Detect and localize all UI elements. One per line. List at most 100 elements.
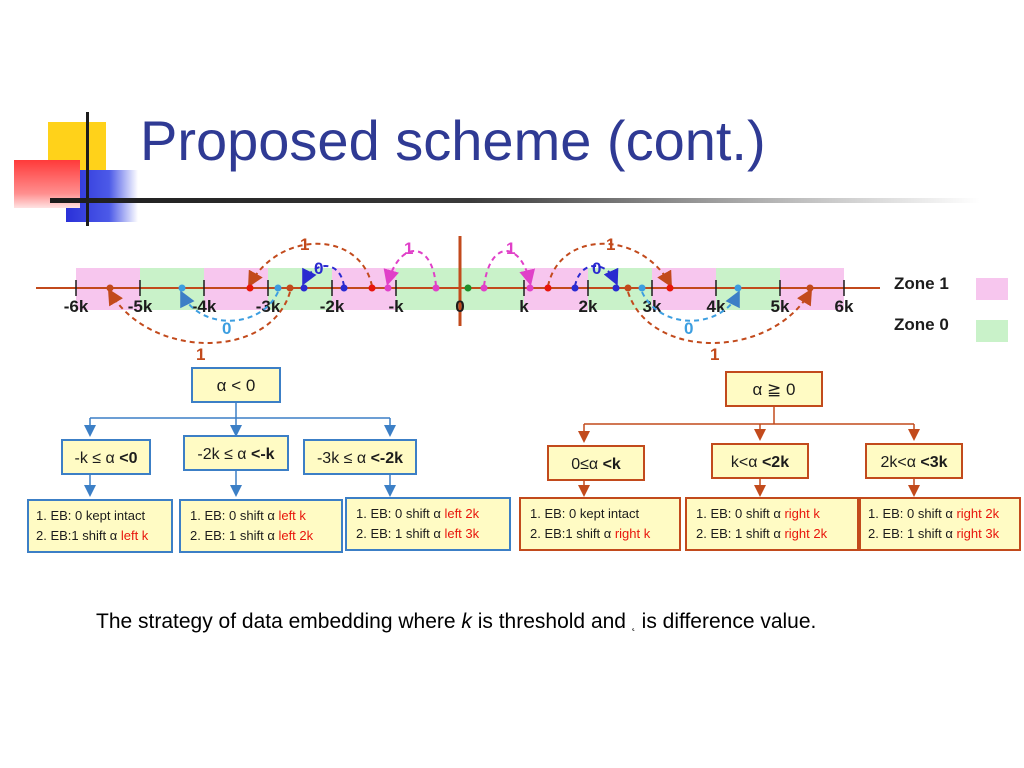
tick-label: 5k (771, 297, 790, 316)
arc-right-mid-one (483, 250, 535, 287)
tick-label: -4k (192, 297, 217, 316)
right-rule-box (519, 497, 681, 551)
left-condition-label: -2k ≤ α <-k (197, 446, 274, 463)
left-rule-line: 1. EB: 0 shift α left k (190, 508, 306, 523)
point (178, 284, 186, 292)
point (340, 284, 348, 292)
caption-text: is threshold and (471, 610, 632, 633)
right-rule-line: 2. EB: 1 shift α right 3k (868, 526, 1000, 541)
point (638, 284, 646, 292)
legend: Zone 1 Zone 0 (894, 274, 1008, 342)
point (666, 284, 674, 292)
right-rule-box (859, 497, 1021, 551)
left-rule-line: 2. EB: 1 shift α left 3k (356, 526, 480, 541)
left-condition-label: -3k ≤ α <-2k (317, 450, 403, 467)
tick-label: 0 (455, 297, 464, 316)
point (526, 284, 534, 292)
right-root-label: α ≧ 0 (753, 380, 796, 399)
arc-label: 1 (506, 239, 515, 258)
data-points (106, 284, 814, 292)
point (106, 284, 114, 292)
arc-right-bottom-one (627, 288, 813, 344)
legend-zone0-swatch (976, 320, 1008, 342)
arc-right-one (547, 242, 672, 288)
caption-alpha: ˛ (631, 617, 636, 631)
arcs-above (248, 242, 672, 288)
point (612, 284, 620, 292)
tick-label: 6k (835, 297, 854, 316)
arc-label: 1 (300, 235, 309, 254)
right-rule-line: 1. EB: 0 shift α right 2k (868, 506, 1000, 521)
arc-left-zero (302, 265, 345, 287)
legend-zone1-swatch (976, 278, 1008, 300)
left-rule-box (345, 497, 511, 551)
arc-label: 1 (606, 235, 615, 254)
point (624, 284, 632, 292)
arc-left-one (248, 242, 373, 288)
legend-zone0-label: Zone 0 (894, 315, 949, 334)
point (368, 284, 376, 292)
caption-text: The strategy of data embedding where (96, 610, 462, 633)
left-condition-box (183, 435, 289, 471)
right-rule-box (685, 497, 859, 551)
tick-label: -6k (64, 297, 89, 316)
right-condition-label: k<α <2k (731, 454, 789, 471)
arc-label: 1 (710, 345, 719, 364)
point (464, 284, 472, 292)
left-rule-line: 2. EB:1 shift α left k (36, 528, 149, 543)
left-rule-line: 1. EB: 0 kept intact (36, 508, 146, 523)
arc-left-mid-one (383, 250, 437, 287)
point (286, 284, 294, 292)
right-rule-line: 2. EB: 1 shift α right 2k (696, 526, 828, 541)
tick-label: -3k (256, 297, 281, 316)
point (246, 284, 254, 292)
arc-labels: 1 0 1 1 0 1 0 1 0 1 (196, 235, 719, 364)
arc-left-bottom-one (107, 288, 291, 344)
point (384, 284, 392, 292)
point (806, 284, 814, 292)
left-tree: α < 0 -k ≤ α <0 -2k ≤ α <-k -3k ≤ α <-2k… (27, 367, 511, 553)
arc-right-zero (574, 265, 619, 287)
left-rule-line: 1. EB: 0 shift α left 2k (356, 506, 480, 521)
arc-label: 0 (592, 259, 601, 278)
tick-label: 4k (707, 297, 726, 316)
tick-marks (75, 280, 845, 296)
point (300, 284, 308, 292)
arc-label: 1 (404, 239, 413, 258)
arc-label: 0 (314, 259, 323, 278)
right-root-box (725, 371, 823, 407)
left-rule-box (27, 499, 173, 553)
right-tree: α ≧ 0 0≤α <k k<α <2k 2k<α <3k 1. EB: 0 k… (519, 371, 1021, 551)
legend-zone1-label: Zone 1 (894, 274, 949, 293)
tick-label: 3k (643, 297, 662, 316)
page-title: Proposed scheme (cont.) (140, 109, 766, 172)
arc-label: 0 (684, 319, 693, 338)
left-condition-box (61, 439, 151, 475)
arc-label: 1 (196, 345, 205, 364)
right-condition-label: 0≤α <k (571, 456, 621, 473)
tick-label: k (519, 297, 529, 316)
tick-label: -5k (128, 297, 153, 316)
arc-left-bottom-zero (180, 290, 279, 322)
right-rule-line: 2. EB:1 shift α right k (530, 526, 651, 541)
tick-label: 2k (579, 297, 598, 316)
point (571, 284, 579, 292)
caption-text: is difference value. (635, 610, 817, 633)
point (432, 284, 440, 292)
right-condition-label: 2k<α <3k (880, 454, 947, 471)
left-condition-label: -k ≤ α <0 (75, 450, 138, 467)
point (544, 284, 552, 292)
left-root-label: α < 0 (217, 376, 256, 395)
arc-right-bottom-zero (641, 290, 740, 322)
right-rule-line: 1. EB: 0 kept intact (530, 506, 640, 521)
arc-label: 0 (222, 319, 231, 338)
left-condition-box (303, 439, 417, 475)
arcs-below (107, 288, 813, 344)
right-condition-box (547, 445, 645, 481)
caption: The strategy of data embedding where k i… (96, 610, 816, 634)
right-rule-line: 1. EB: 0 shift α right k (696, 506, 820, 521)
tick-label: -k (388, 297, 404, 316)
point (480, 284, 488, 292)
point (274, 284, 282, 292)
